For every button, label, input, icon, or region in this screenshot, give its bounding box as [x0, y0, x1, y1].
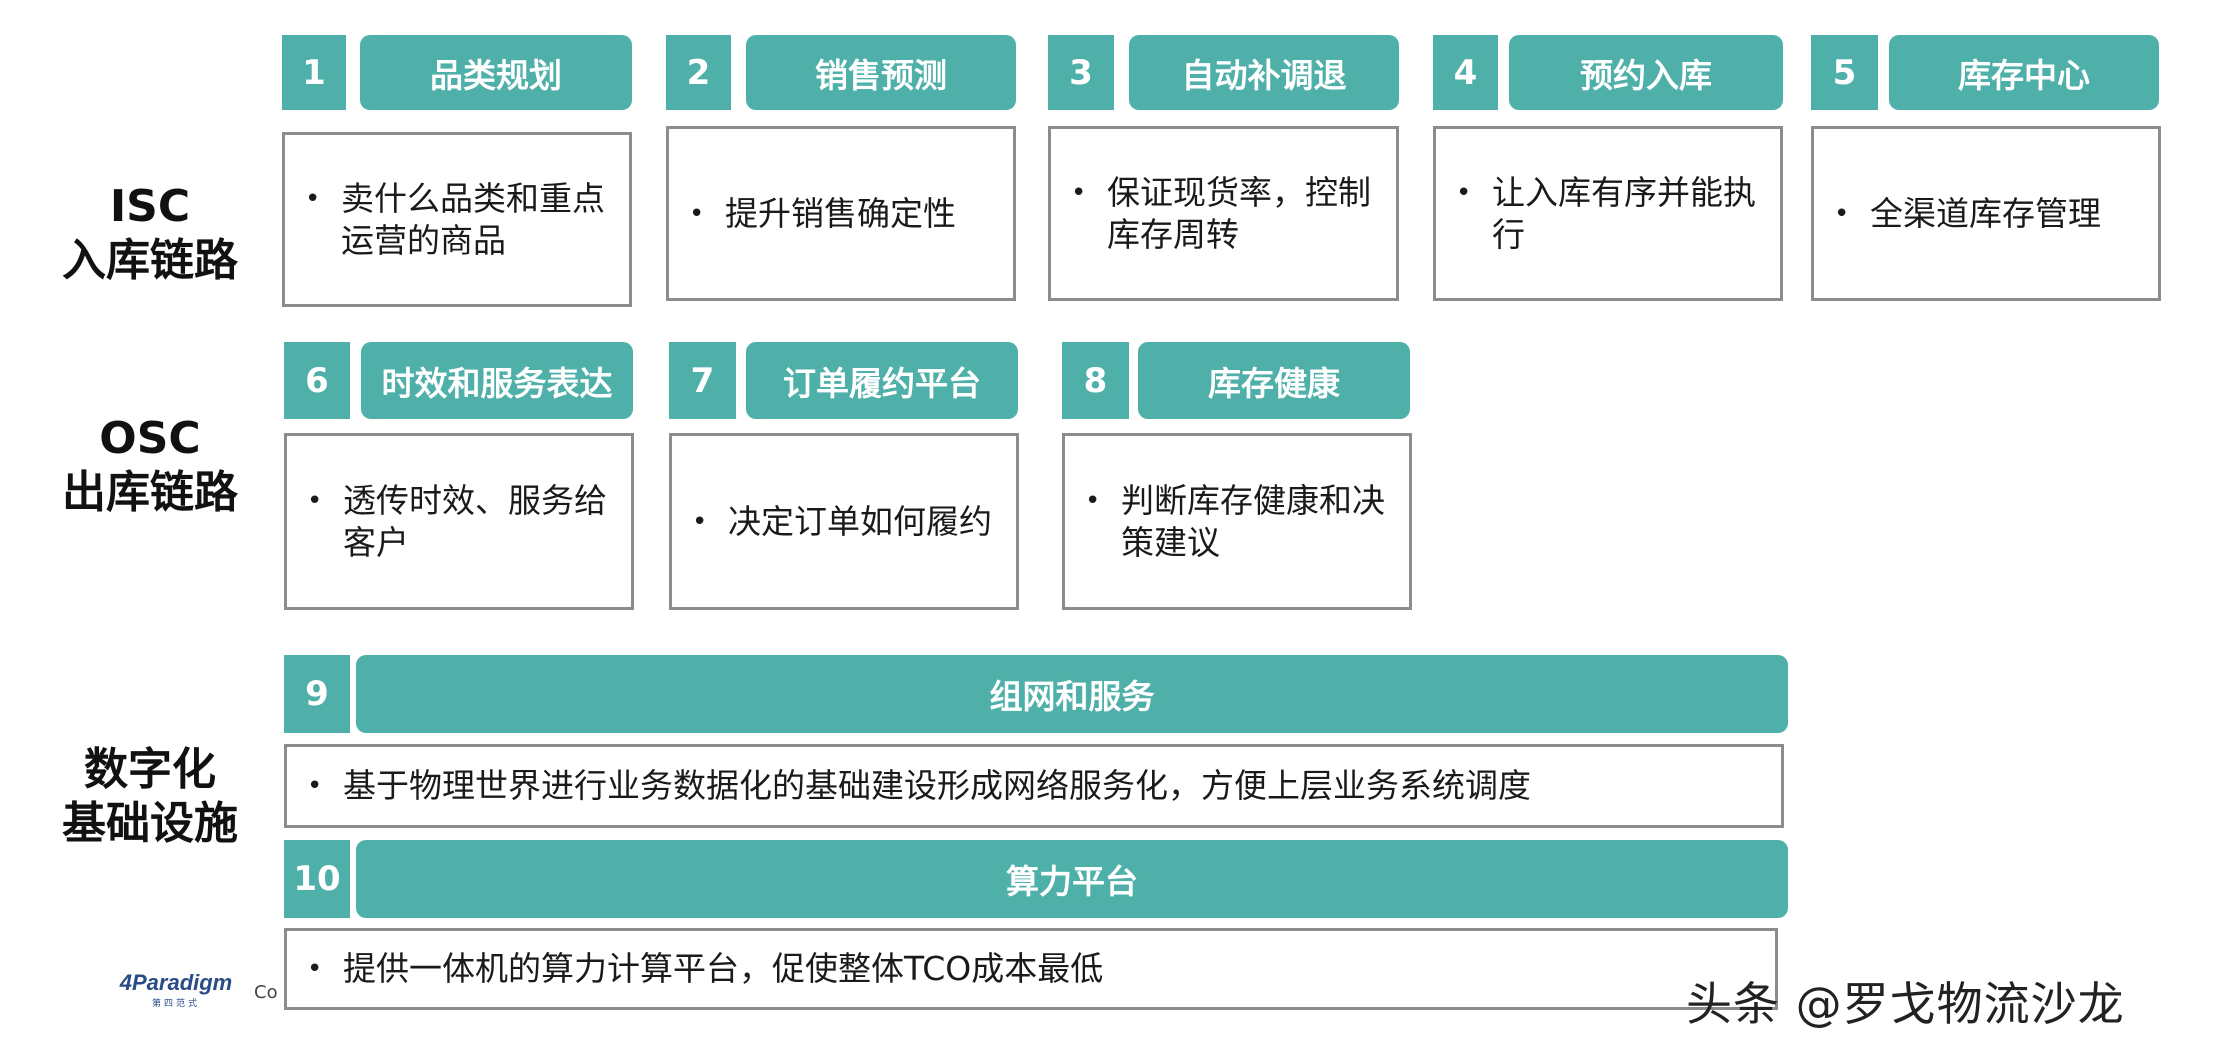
company-logo-text: 4Paradigm [119, 970, 233, 995]
card-1-box: •卖什么品类和重点运营的商品 [282, 132, 632, 307]
card-1-title: 品类规划 [360, 35, 632, 110]
card-5-bullet: •全渠道库存管理 [1834, 193, 2101, 233]
card-3-title: 自动补调退 [1129, 35, 1399, 110]
card-6-number: 6 [284, 342, 350, 419]
card-10-title: 算力平台 [356, 840, 1788, 918]
card-2-text: 提升销售确定性 [725, 193, 956, 233]
card-7-bullet: •决定订单如何履约 [692, 501, 992, 541]
copyright-text: Co [254, 982, 278, 1003]
card-10-bullet: •提供一体机的算力计算平台，促使整体TCO成本最低 [307, 949, 1104, 988]
card-9-bullet: •基于物理世界进行业务数据化的基础建设形成网络服务化，方便上层业务系统调度 [307, 766, 1531, 805]
card-5-number: 5 [1811, 35, 1878, 110]
row-label-isc: ISC 入库链路 [40, 180, 260, 288]
card-9-title: 组网和服务 [356, 655, 1788, 733]
card-1-number: 1 [282, 35, 346, 110]
card-3-text: 保证现货率，控制库存周转 [1107, 172, 1371, 254]
watermark: 头条 @罗戈物流沙龙 [1686, 977, 2125, 1031]
card-6-text: 透传时效、服务给客户 [343, 480, 607, 562]
card-4-text: 让入库有序并能执行 [1492, 172, 1756, 254]
card-10-number: 10 [284, 840, 350, 918]
card-5-text: 全渠道库存管理 [1870, 193, 2101, 233]
card-6-bullet: •透传时效、服务给客户 [305, 480, 613, 564]
row-label-osc-line2: 出库链路 [62, 467, 238, 518]
card-4-number: 4 [1433, 35, 1498, 110]
card-1-text: 卖什么品类和重点运营的商品 [341, 178, 605, 260]
row-label-digital-line1: 数字化 [84, 744, 216, 795]
card-3-box: •保证现货率，控制库存周转 [1048, 126, 1399, 301]
card-3-bullet: •保证现货率，控制库存周转 [1069, 172, 1378, 256]
card-9-text: 基于物理世界进行业务数据化的基础建设形成网络服务化，方便上层业务系统调度 [343, 766, 1531, 805]
row-label-osc-line1: OSC [99, 413, 201, 464]
card-3-number: 3 [1048, 35, 1114, 110]
card-7-title: 订单履约平台 [746, 342, 1018, 419]
card-8-number: 8 [1062, 342, 1129, 419]
card-7-number: 7 [669, 342, 736, 419]
card-2-box: •提升销售确定性 [666, 126, 1016, 301]
company-logo-subtext: 第四范式 [151, 999, 200, 1009]
card-7-box: •决定订单如何履约 [669, 433, 1019, 610]
row-label-digital-line2: 基础设施 [62, 798, 238, 849]
card-10-box: •提供一体机的算力计算平台，促使整体TCO成本最低 [284, 928, 1778, 1010]
card-5-box: •全渠道库存管理 [1811, 126, 2161, 301]
card-4-title: 预约入库 [1509, 35, 1783, 110]
card-2-title: 销售预测 [746, 35, 1016, 110]
card-2-bullet: •提升销售确定性 [689, 193, 956, 233]
card-8-text: 判断库存健康和决策建议 [1121, 480, 1385, 562]
card-6-title: 时效和服务表达 [361, 342, 633, 419]
card-1-bullet: •卖什么品类和重点运营的商品 [303, 178, 611, 262]
card-2-number: 2 [666, 35, 731, 110]
card-8-title: 库存健康 [1138, 342, 1410, 419]
card-4-box: •让入库有序并能执行 [1433, 126, 1783, 301]
company-logo: 4Paradigm 第四范式 [116, 970, 236, 1010]
card-9-number: 9 [284, 655, 350, 733]
card-9-box: •基于物理世界进行业务数据化的基础建设形成网络服务化，方便上层业务系统调度 [284, 744, 1784, 828]
card-10-text: 提供一体机的算力计算平台，促使整体TCO成本最低 [343, 949, 1104, 988]
card-6-box: •透传时效、服务给客户 [284, 433, 634, 610]
card-8-bullet: •判断库存健康和决策建议 [1083, 480, 1391, 564]
row-label-digital: 数字化 基础设施 [40, 743, 260, 851]
card-8-box: •判断库存健康和决策建议 [1062, 433, 1412, 610]
card-7-text: 决定订单如何履约 [728, 501, 992, 541]
card-4-bullet: •让入库有序并能执行 [1454, 172, 1762, 256]
row-label-isc-line2: 入库链路 [62, 235, 238, 286]
row-label-osc: OSC 出库链路 [40, 412, 260, 520]
row-label-isc-line1: ISC [109, 181, 191, 232]
card-5-title: 库存中心 [1889, 35, 2159, 110]
